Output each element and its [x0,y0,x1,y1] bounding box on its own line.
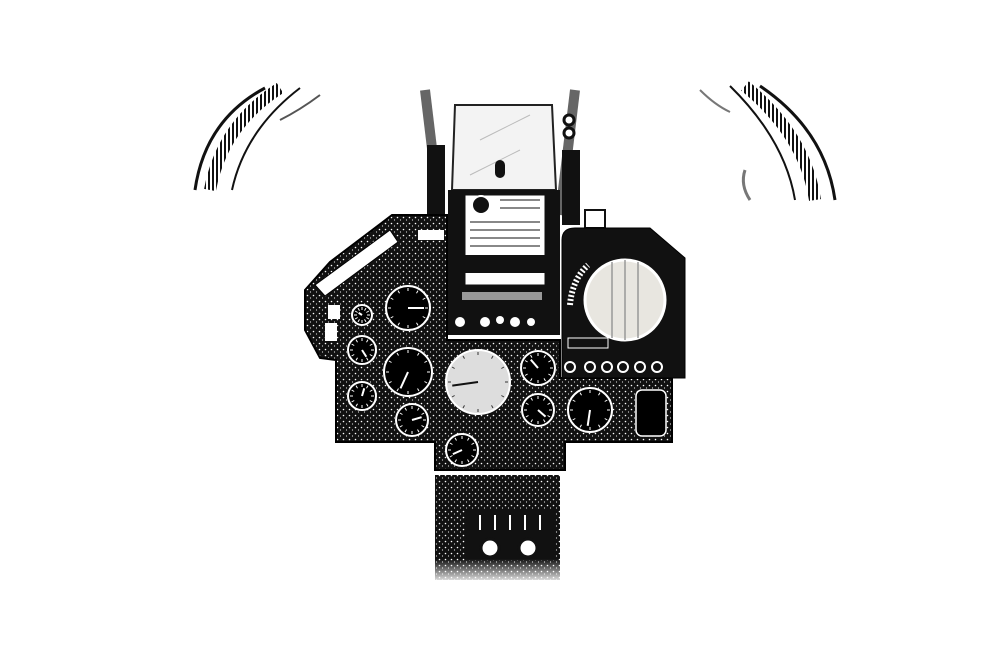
small-gauge [347,381,377,411]
head-up-display [448,104,560,335]
canopy-frame-left [193,82,321,192]
heading-indicator [567,387,613,433]
altimeter-gauge [520,350,556,386]
attitude-indicator [445,349,511,415]
hud-struts [420,89,606,229]
vertical-speed-gauge [395,403,429,437]
lower-console [429,475,564,584]
engine-gauge [445,433,479,467]
clock-gauge [385,285,431,331]
left-switch-strip [314,229,444,341]
radar-display-unit [561,227,686,379]
small-gauge [347,335,377,365]
small-gauge [351,304,373,326]
airspeed-gauge [383,347,433,397]
warning-light-panel [635,389,667,437]
small-gauge [521,393,555,427]
canopy-frame-right [699,81,837,201]
